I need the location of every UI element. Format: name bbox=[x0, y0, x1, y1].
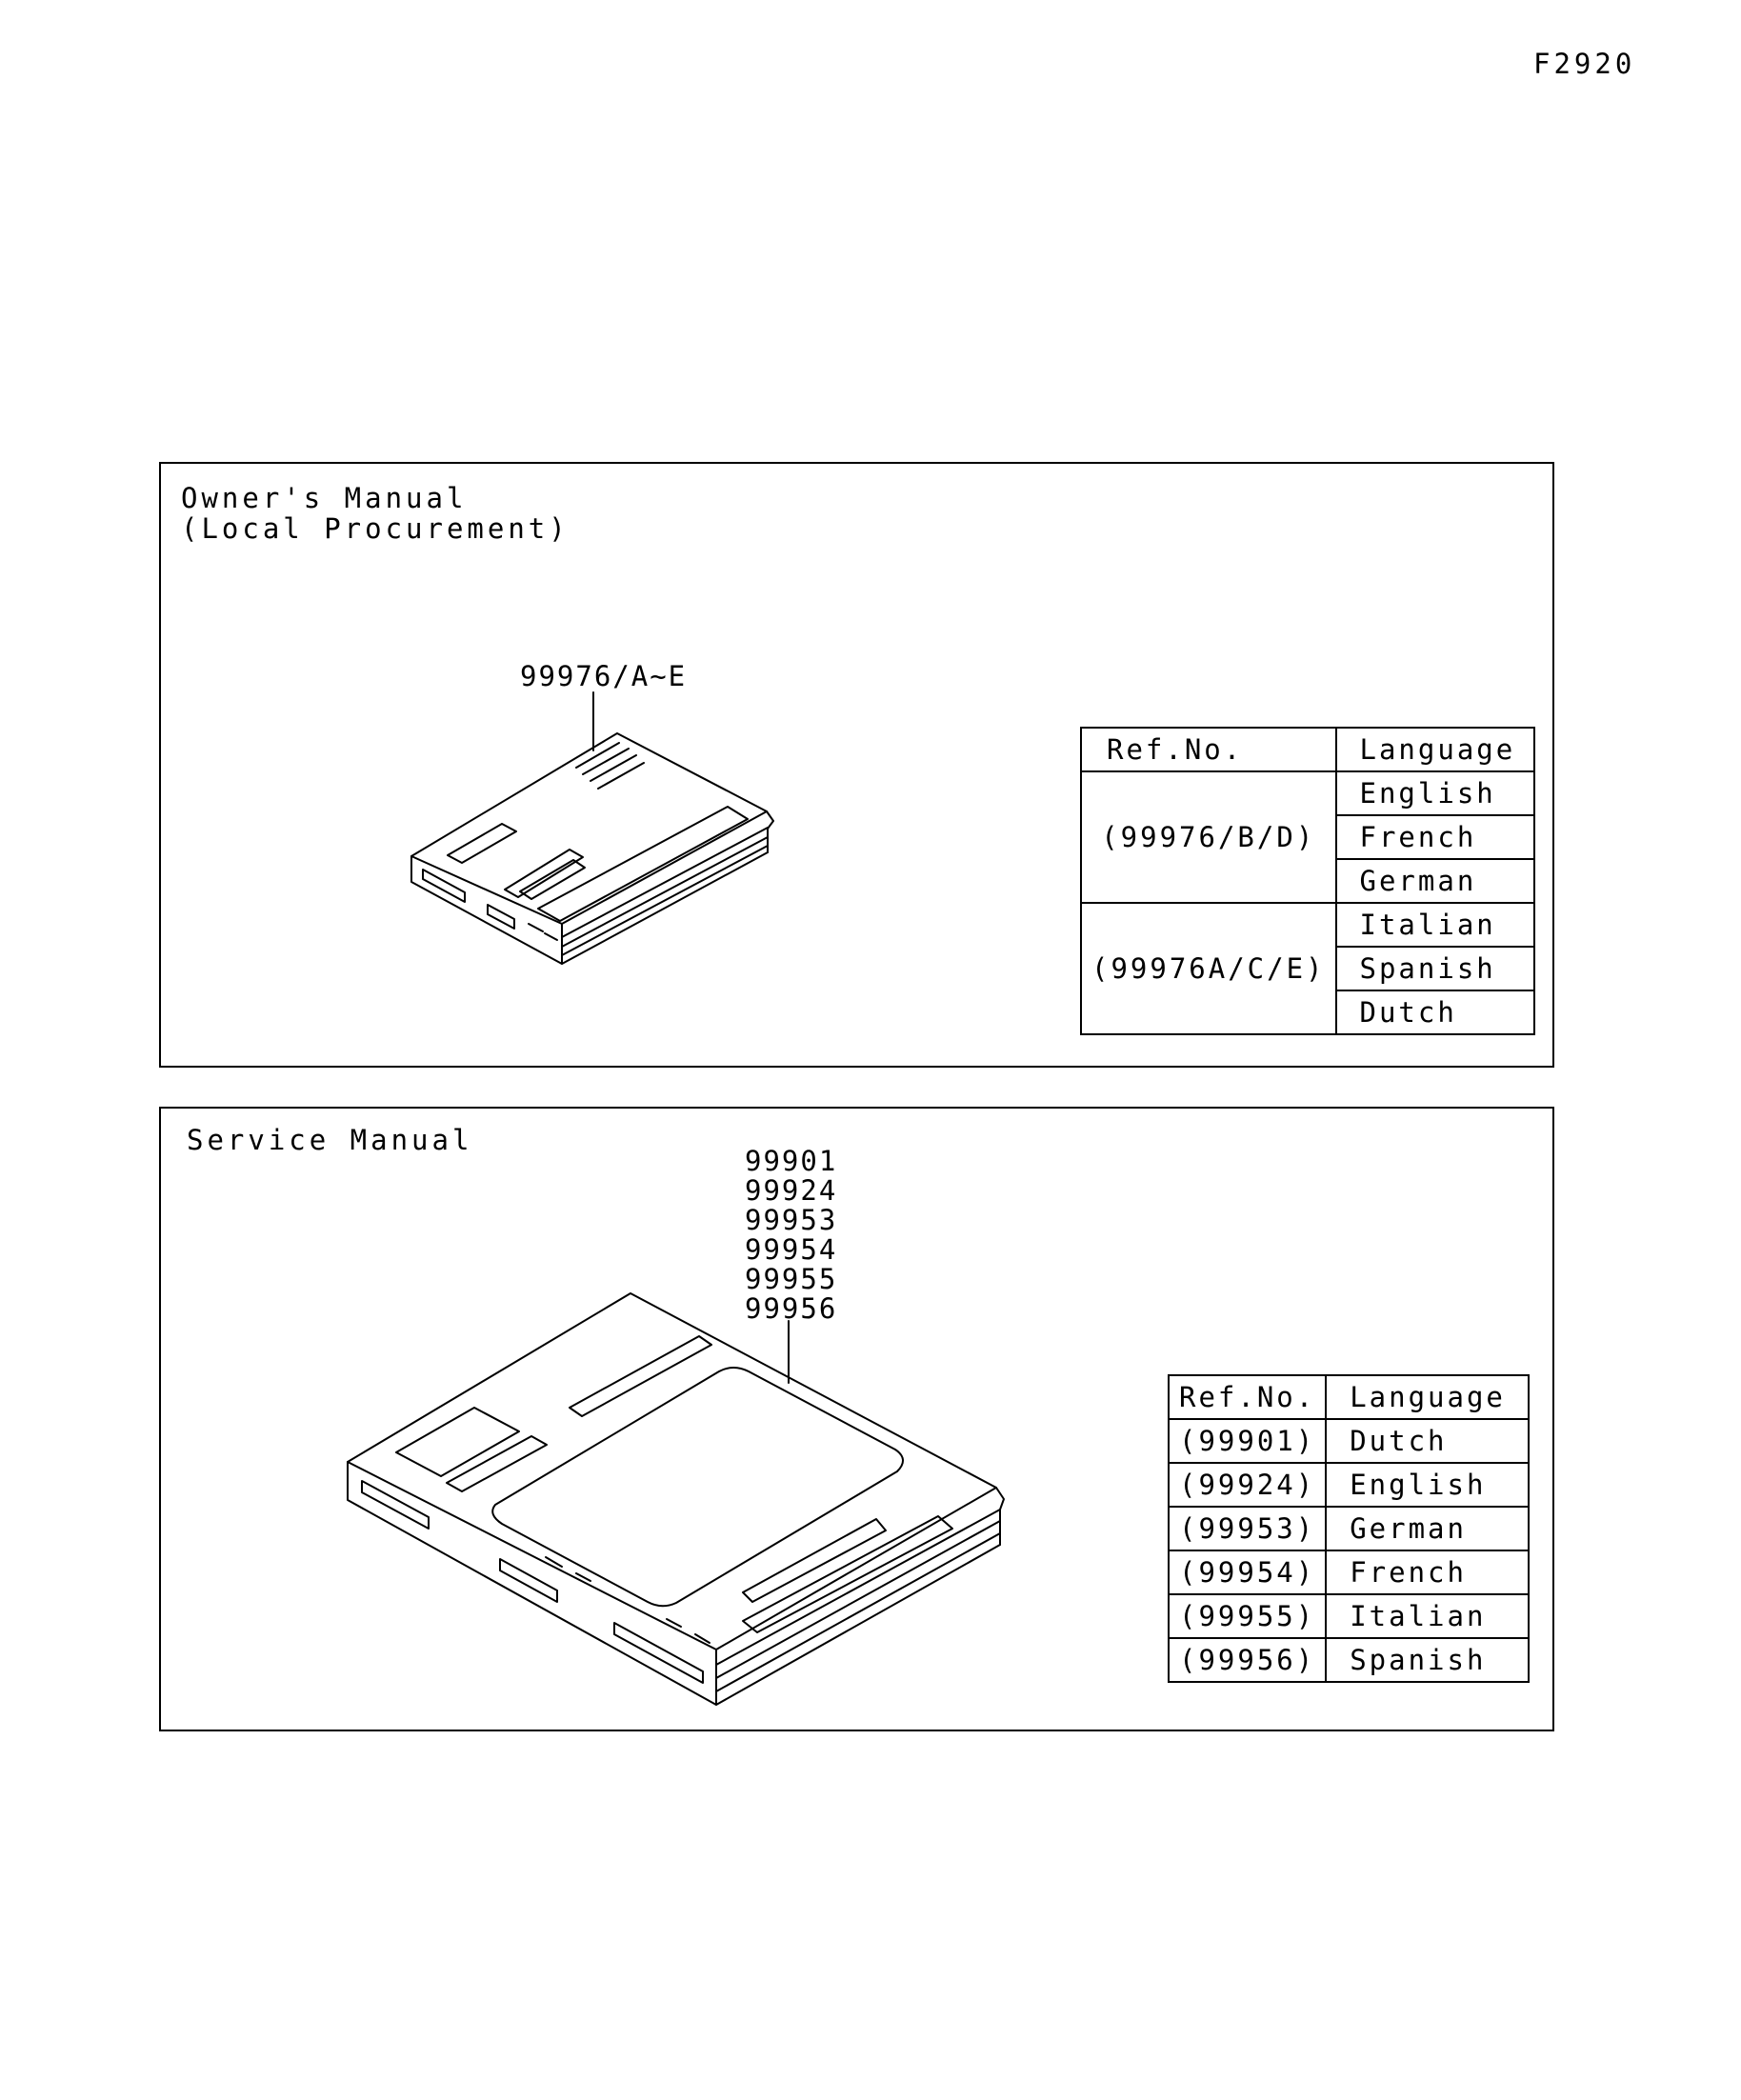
language-cell: English bbox=[1325, 1462, 1530, 1508]
table-header-row: Ref.No. Language bbox=[1080, 727, 1536, 772]
language-cell: Spanish bbox=[1334, 946, 1536, 991]
table-row: (99976A/C/E) Italian bbox=[1080, 902, 1536, 1035]
table-row: (99955) Italian bbox=[1167, 1593, 1530, 1639]
callout-part-number: 99956 bbox=[745, 1292, 838, 1325]
callout-part-number: 99901 bbox=[745, 1145, 838, 1177]
owners-manual-title: Owner's Manual bbox=[181, 482, 468, 514]
service-manual-title: Service Manual bbox=[187, 1124, 473, 1156]
table-row: Spanish bbox=[1081, 946, 1536, 991]
table-row: (99953) German bbox=[1167, 1506, 1530, 1551]
ref-cell: (99955) bbox=[1167, 1593, 1328, 1639]
callout-part-number: 99955 bbox=[745, 1263, 838, 1295]
header-ref-no: Ref.No. bbox=[1080, 727, 1337, 772]
table-row: German bbox=[1081, 858, 1536, 904]
ref-cell: (99954) bbox=[1167, 1550, 1328, 1595]
table-row: (99901) Dutch bbox=[1167, 1418, 1530, 1464]
table-row: (99956) Spanish bbox=[1167, 1637, 1530, 1683]
language-cell: English bbox=[1334, 770, 1536, 816]
callout-part-number: 99954 bbox=[745, 1233, 838, 1266]
table-row: (99954) French bbox=[1167, 1550, 1530, 1595]
language-cell: German bbox=[1325, 1506, 1530, 1551]
ref-cell: (99976A/C/E) bbox=[1080, 902, 1337, 1035]
ref-cell: (99924) bbox=[1167, 1462, 1328, 1508]
table-header-row: Ref.No. Language bbox=[1167, 1374, 1530, 1420]
owners-manual-panel bbox=[159, 462, 1554, 1068]
service-manual-table: Ref.No. Language (99901) Dutch (99924) E… bbox=[1167, 1374, 1530, 1683]
ref-cell: (99956) bbox=[1167, 1637, 1328, 1683]
language-cell: Italian bbox=[1325, 1593, 1530, 1639]
ref-cell: (99901) bbox=[1167, 1418, 1328, 1464]
language-cell: French bbox=[1334, 814, 1536, 860]
owners-manual-callout: 99976/A~E bbox=[520, 660, 688, 692]
language-cell: German bbox=[1334, 858, 1536, 904]
header-language: Language bbox=[1334, 727, 1536, 772]
language-cell: Dutch bbox=[1325, 1418, 1530, 1464]
ref-cell: (99953) bbox=[1167, 1506, 1328, 1551]
owners-manual-table: Ref.No. Language (99976/B/D) English Fre… bbox=[1080, 727, 1536, 1035]
callout-part-number: 99924 bbox=[745, 1174, 838, 1207]
table-row: Dutch bbox=[1081, 990, 1536, 1035]
language-cell: French bbox=[1325, 1550, 1530, 1595]
owners-manual-subtitle: (Local Procurement) bbox=[181, 512, 570, 545]
callout-part-number: 99953 bbox=[745, 1204, 838, 1236]
figure-code: F2920 bbox=[1533, 48, 1636, 80]
header-language: Language bbox=[1325, 1374, 1530, 1420]
header-ref-no: Ref.No. bbox=[1167, 1374, 1328, 1420]
ref-cell: (99976/B/D) bbox=[1080, 770, 1337, 904]
service-manual-callouts: 99901 99924 99953 99954 99955 99956 bbox=[745, 1147, 837, 1324]
language-cell: Spanish bbox=[1325, 1637, 1530, 1683]
table-row: French bbox=[1081, 814, 1536, 860]
service-manual-panel bbox=[159, 1107, 1554, 1731]
language-cell: Dutch bbox=[1334, 990, 1536, 1035]
table-row: (99924) English bbox=[1167, 1462, 1530, 1508]
table-row: (99976/B/D) English bbox=[1080, 770, 1536, 904]
language-cell: Italian bbox=[1334, 902, 1536, 948]
